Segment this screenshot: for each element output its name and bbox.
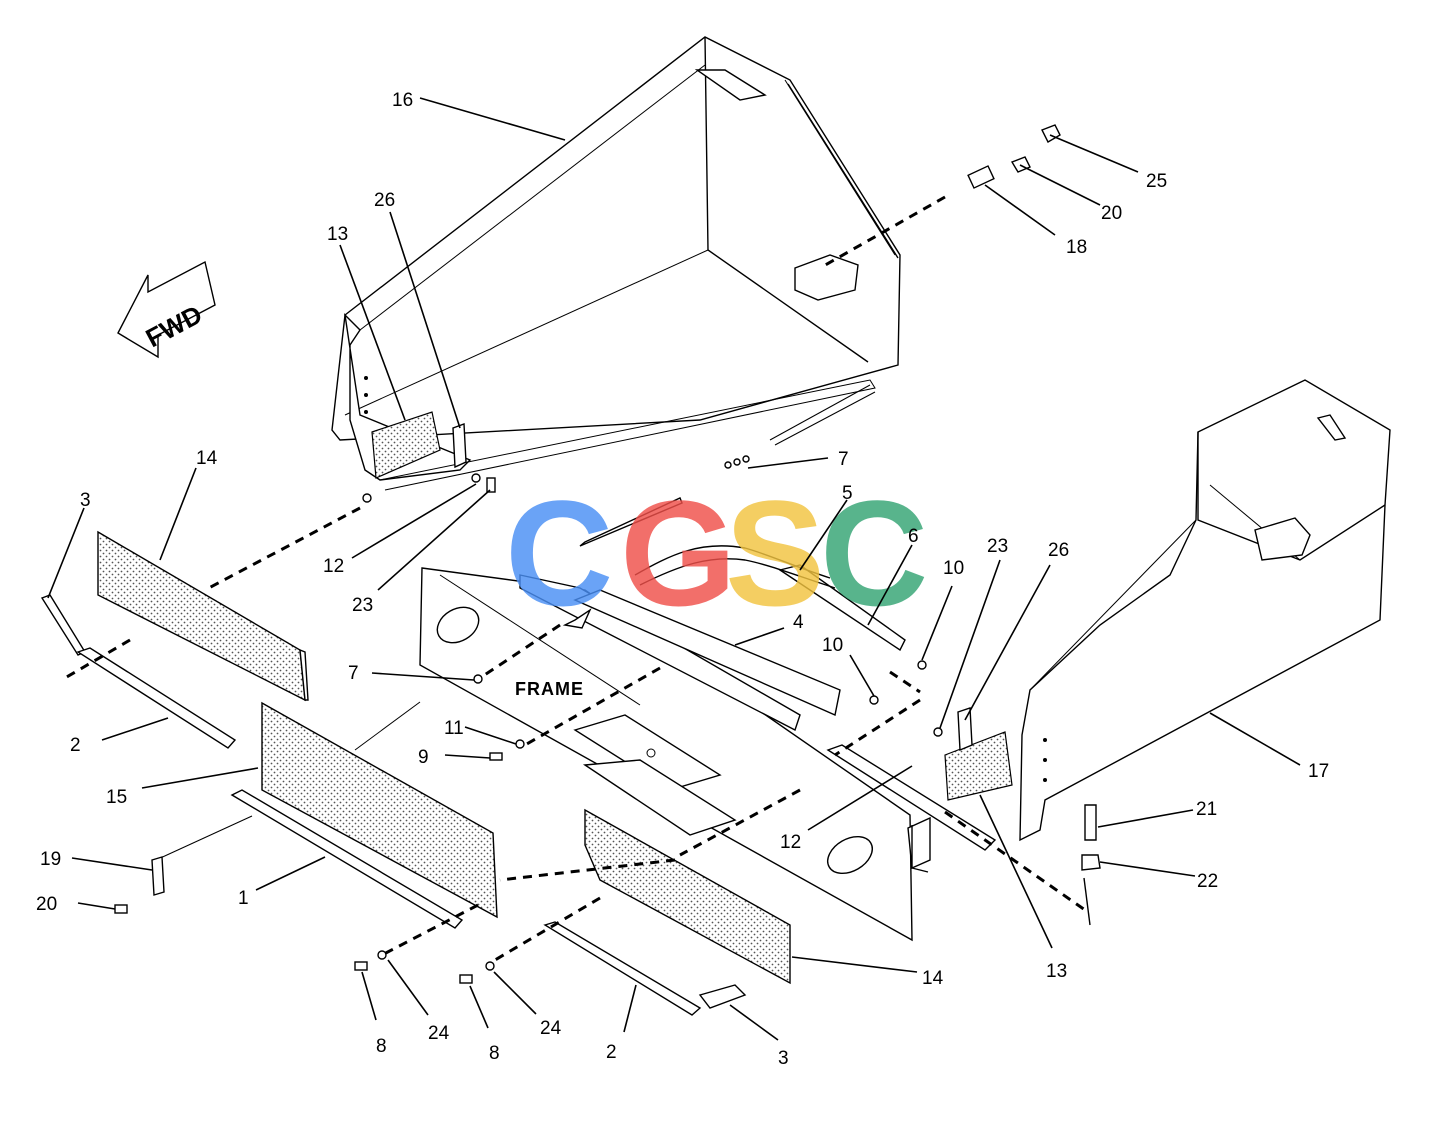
callout-26: 26	[374, 190, 395, 211]
assembly-lines	[64, 195, 1086, 962]
watermark-letter-4: C	[820, 469, 928, 637]
callout-23-right: 23	[987, 536, 1008, 557]
callout-15: 15	[106, 787, 127, 808]
watermark-letter-2: G	[620, 469, 737, 637]
callout-1: 1	[238, 888, 249, 909]
callout-12: 12	[323, 556, 344, 577]
callout-4: 4	[793, 612, 804, 633]
frame: FRAME	[419, 567, 931, 942]
callout-8: 8	[376, 1036, 387, 1057]
callout-19: 19	[40, 849, 61, 870]
strip-part-1	[230, 789, 464, 929]
callout-3: 3	[80, 490, 91, 511]
callout-numbers: 16 25 20 18 13 26 14 7 3 5 6 12 23 23 26…	[36, 90, 1329, 1069]
callout-23: 23	[352, 595, 373, 616]
panel-15-center	[261, 701, 498, 919]
callout-12-lower: 12	[780, 832, 801, 853]
callout-3-lower: 3	[778, 1048, 789, 1069]
callout-14-lower: 14	[922, 968, 944, 989]
callout-10-lower: 10	[822, 635, 843, 656]
right-hopper-part-17	[1019, 379, 1391, 842]
callout-22: 22	[1197, 871, 1218, 892]
panel-14-left	[97, 530, 309, 702]
callout-7: 7	[838, 449, 849, 470]
callout-14: 14	[196, 448, 218, 469]
side-plate-13-right	[944, 707, 1013, 801]
callout-16: 16	[392, 90, 413, 111]
callout-7-lower: 7	[348, 663, 359, 684]
watermark-letter-3: S	[725, 469, 825, 637]
side-plate-13-upper	[371, 411, 467, 479]
callout-9: 9	[418, 747, 429, 768]
callout-21: 21	[1196, 799, 1217, 820]
callout-6: 6	[908, 526, 919, 547]
panel-14-right	[584, 808, 791, 985]
callout-2-lower: 2	[606, 1042, 617, 1063]
bracket-part-5	[634, 545, 836, 589]
callout-13-lower: 13	[1046, 961, 1067, 982]
callout-20-lower: 20	[36, 894, 57, 915]
strip-part-2-right	[543, 921, 702, 1016]
callout-25: 25	[1146, 171, 1167, 192]
strip-part-3-right	[698, 984, 747, 1009]
strip-part-3-left	[40, 594, 87, 656]
watermark-letter-1: C	[505, 469, 613, 637]
callout-13: 13	[327, 224, 348, 245]
frame-label: FRAME	[515, 679, 584, 699]
strip-part-2-left	[76, 647, 237, 749]
callout-5: 5	[842, 483, 853, 504]
callout-11: 11	[444, 718, 464, 739]
watermark-logo: C G S C	[505, 469, 928, 637]
callout-24-right: 24	[540, 1018, 562, 1039]
fwd-arrow-icon: FWD	[117, 260, 216, 359]
callout-18: 18	[1066, 237, 1087, 258]
callout-24: 24	[428, 1023, 450, 1044]
rails	[519, 497, 997, 851]
callout-leaders	[47, 97, 1301, 1041]
callout-8-right: 8	[489, 1043, 500, 1064]
callout-20: 20	[1101, 203, 1122, 224]
callout-10: 10	[943, 558, 964, 579]
callout-26-right: 26	[1048, 540, 1069, 561]
callout-2: 2	[70, 735, 81, 756]
callout-17: 17	[1308, 761, 1329, 782]
